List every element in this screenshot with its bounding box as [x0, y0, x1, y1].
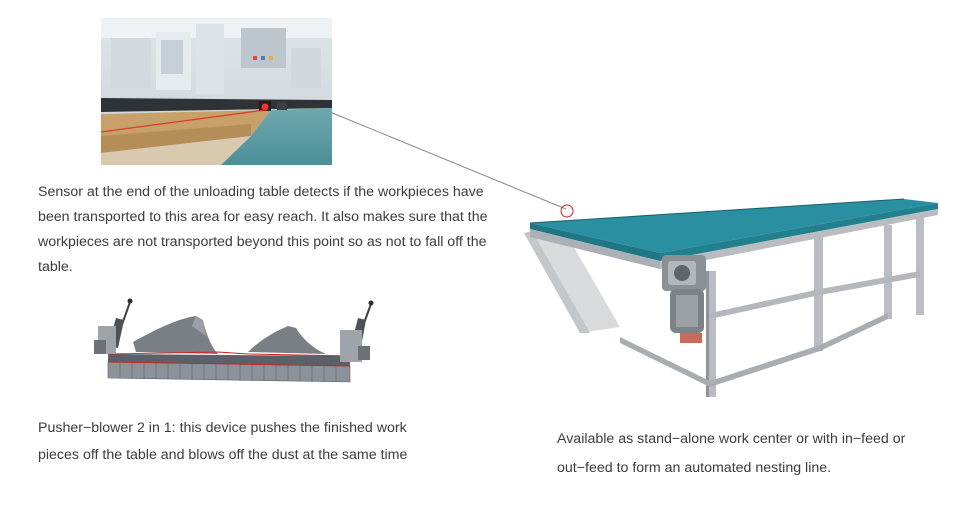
- sensor-closeup-photo: [101, 18, 332, 165]
- sensor-caption: Sensor at the end of the unloading table…: [38, 184, 488, 275]
- table-caption: Available as stand−alone work center or …: [557, 431, 906, 476]
- pusher-blower-figure: [88, 296, 388, 386]
- unloading-table-figure: [520, 185, 945, 407]
- pusher-blower-caption: Pusher−blower 2 in 1: this device pushes…: [38, 420, 408, 463]
